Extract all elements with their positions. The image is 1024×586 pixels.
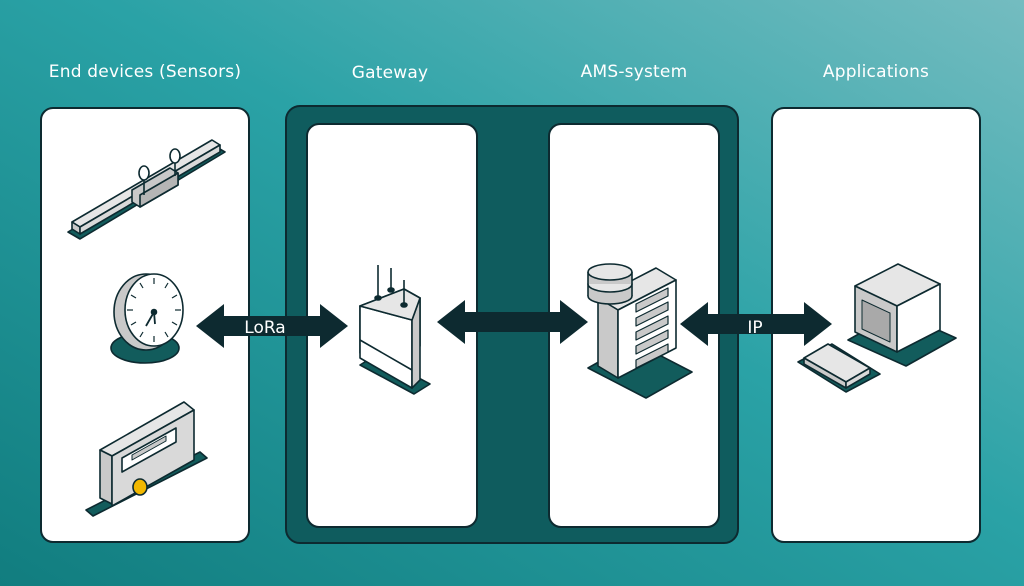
column-title-end-devices: End devices (Sensors) (48, 62, 242, 82)
box-sensor-icon (85, 401, 208, 517)
server-icon (587, 263, 693, 399)
gauge-sensor-icon (110, 273, 184, 364)
gateway-ams-arrow (437, 300, 588, 344)
computer-icon (797, 263, 957, 393)
lora-arrow (196, 304, 348, 348)
column-title-ams-system: AMS-system (580, 62, 688, 82)
ip-arrow-label: IP (747, 318, 762, 338)
lora-arrow-label: LoRa (244, 318, 285, 338)
rail-sensor-icon (67, 139, 226, 240)
column-title-applications: Applications (822, 62, 930, 82)
router-icon (359, 265, 431, 395)
ip-arrow (680, 302, 832, 346)
column-title-gateway: Gateway (351, 63, 429, 83)
